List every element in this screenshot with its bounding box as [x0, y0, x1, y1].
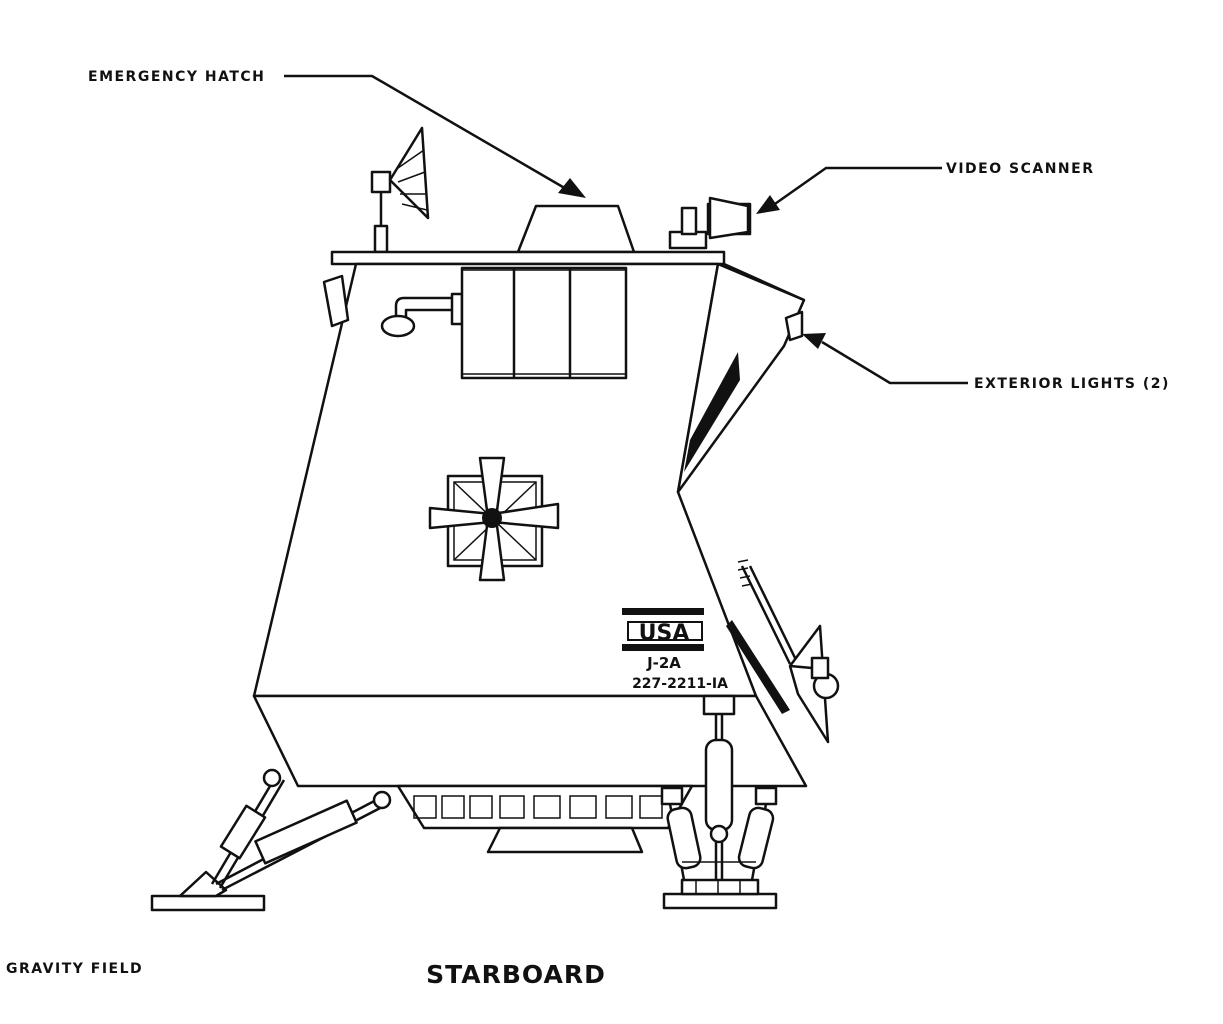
right-front-cylinder	[737, 806, 775, 870]
marking-country: USA	[639, 621, 690, 646]
right-rear-cylinder	[666, 806, 702, 870]
video-scanner	[668, 196, 752, 250]
video-scanner-arrowhead	[756, 195, 780, 214]
label-exterior-lights: EXTERIOR LIGHTS (2)	[974, 376, 1170, 392]
left-strut-damper	[254, 799, 358, 865]
left-strut-cylinder	[219, 804, 267, 860]
left-foot-pad	[150, 894, 266, 912]
roof-rail	[330, 250, 726, 266]
pipe-outlet	[380, 314, 416, 338]
equipment-box	[380, 266, 628, 380]
exterior-lights-arrowhead	[802, 333, 826, 349]
callout-leaders	[284, 74, 968, 385]
marking-serial: 227-2211-IA	[632, 676, 728, 692]
antenna-gimbal	[370, 170, 392, 194]
video-scanner-lens	[708, 196, 750, 240]
front-dish-gimbal	[810, 656, 830, 680]
right-main-cylinder	[704, 738, 734, 832]
hatched-strut	[726, 620, 790, 714]
right-upper-bracket	[702, 694, 736, 716]
side-port	[428, 456, 560, 582]
exterior-lights-leader	[821, 340, 968, 385]
left-foot-bracket	[178, 870, 228, 898]
cabin-skirt	[252, 694, 808, 788]
right-foot-pad	[662, 892, 778, 910]
left-landing-leg	[150, 768, 392, 912]
engine-nozzle	[486, 826, 644, 854]
emergency-hatch	[516, 204, 636, 254]
front-antenna-mast	[740, 565, 792, 665]
video-scanner-leader	[771, 166, 942, 208]
label-video-scanner: VIDEO SCANNER	[946, 161, 1094, 177]
label-emergency-hatch: EMERGENCY HATCH	[88, 69, 265, 85]
marking-designation: J-2A	[646, 654, 681, 672]
emergency-hatch-leader	[284, 74, 569, 192]
view-title: STARBOARD	[426, 960, 606, 989]
emergency-hatch-arrowhead	[558, 178, 586, 198]
antenna-dish	[370, 126, 430, 254]
hull-markings: USA J-2A 227-2211-IA	[622, 608, 728, 692]
left-corner-light	[322, 274, 350, 328]
antenna-mast	[373, 224, 389, 254]
fan-hub	[482, 508, 502, 528]
front-dish	[788, 624, 830, 744]
right-foot-block	[680, 878, 760, 896]
front-window	[684, 352, 740, 472]
front-dish-assembly	[726, 559, 840, 744]
equipment-panel	[460, 266, 628, 380]
equipment-pipe	[394, 296, 460, 318]
video-scanner-post	[680, 206, 698, 236]
engine-bay	[396, 784, 694, 854]
exterior-light	[784, 310, 804, 342]
antenna-dish-body	[388, 126, 430, 220]
right-landing-leg	[660, 694, 778, 910]
label-gravity-field: GRAVITY FIELD	[6, 961, 143, 977]
